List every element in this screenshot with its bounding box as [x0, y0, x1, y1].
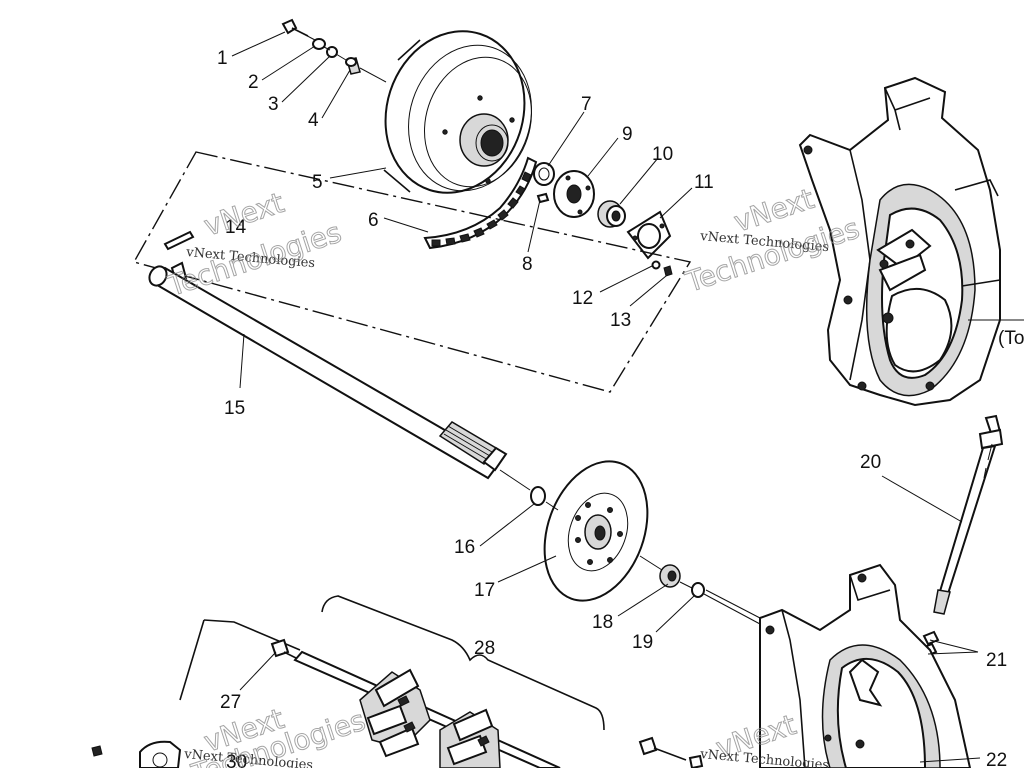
snap-ring-part — [530, 486, 546, 506]
bearing-cap-part — [139, 740, 182, 768]
nut-part — [651, 260, 661, 270]
brake-disc-part — [543, 460, 649, 602]
callout-19: 19 — [632, 632, 653, 653]
lock-nut-part — [663, 265, 673, 277]
drive-sprocket-part — [383, 30, 532, 194]
washer-part — [312, 38, 326, 50]
group-brace-28 — [321, 595, 605, 731]
screw-part — [536, 192, 550, 204]
retainer-ring-part — [691, 582, 705, 598]
callout-4: 4 — [308, 110, 319, 131]
drive-shaft-part — [148, 265, 508, 480]
lower-housing-part — [759, 563, 972, 768]
callout-7: 7 — [581, 94, 592, 115]
group-bracket-27-side — [179, 619, 205, 701]
track-drive-shaft-part — [293, 650, 561, 768]
group-bracket-27 — [203, 619, 301, 651]
disc-bearing-part — [659, 564, 681, 588]
callout-6: 6 — [368, 210, 379, 231]
callout-5: 5 — [312, 172, 323, 193]
bolt-30-part — [91, 745, 103, 757]
callout-27: 27 — [220, 692, 241, 713]
callout-28: 28 — [474, 638, 495, 659]
carriage-bolt-part — [638, 736, 704, 768]
callout-15: 15 — [224, 398, 245, 419]
spacer-part — [345, 57, 361, 75]
callout-11: 11 — [694, 172, 714, 193]
chain-part — [423, 156, 538, 250]
callout-20: 20 — [860, 452, 881, 473]
watermark-bottom-left: vNext vNext Technologies Technologies — [183, 701, 370, 768]
callout-2: 2 — [248, 72, 259, 93]
callout-16: 16 — [454, 537, 475, 558]
bearing-plate-part — [553, 170, 595, 218]
callout-17: 17 — [474, 580, 495, 601]
callout-12: 12 — [572, 288, 593, 309]
leader-lines — [231, 31, 981, 763]
assembly-axis-low — [705, 589, 761, 619]
chaincase-housing-part — [798, 76, 1001, 407]
group-bracket — [132, 151, 692, 393]
callout-1: 1 — [217, 48, 228, 69]
callout-9: 9 — [622, 124, 633, 145]
assembly-axis-top — [295, 29, 387, 83]
bolt-part — [281, 18, 309, 37]
edge-label-to: (To — [998, 328, 1024, 349]
callout-22: 22 — [986, 750, 1007, 768]
dipstick-part — [933, 414, 1004, 615]
callout-8: 8 — [522, 254, 533, 275]
callout-labels: 1 2 3 4 5 6 7 8 9 10 11 12 13 14 15 16 1… — [217, 48, 1024, 768]
callout-18: 18 — [592, 612, 613, 633]
callout-10: 10 — [652, 144, 673, 165]
callout-3: 3 — [268, 94, 279, 115]
callout-14: 14 — [225, 217, 247, 238]
callout-13: 13 — [610, 310, 631, 331]
callout-21: 21 — [986, 650, 1007, 671]
watermark-top-left: vNext vNext Technologies Technologies — [163, 185, 346, 303]
flange-part — [626, 210, 672, 260]
assembly-axis-mid — [499, 469, 761, 625]
bolt-27-part — [270, 638, 301, 661]
lock-washer-part — [326, 46, 338, 58]
bearing-part — [597, 200, 626, 228]
seal-part — [533, 162, 555, 186]
callout-30: 30 — [226, 752, 247, 768]
